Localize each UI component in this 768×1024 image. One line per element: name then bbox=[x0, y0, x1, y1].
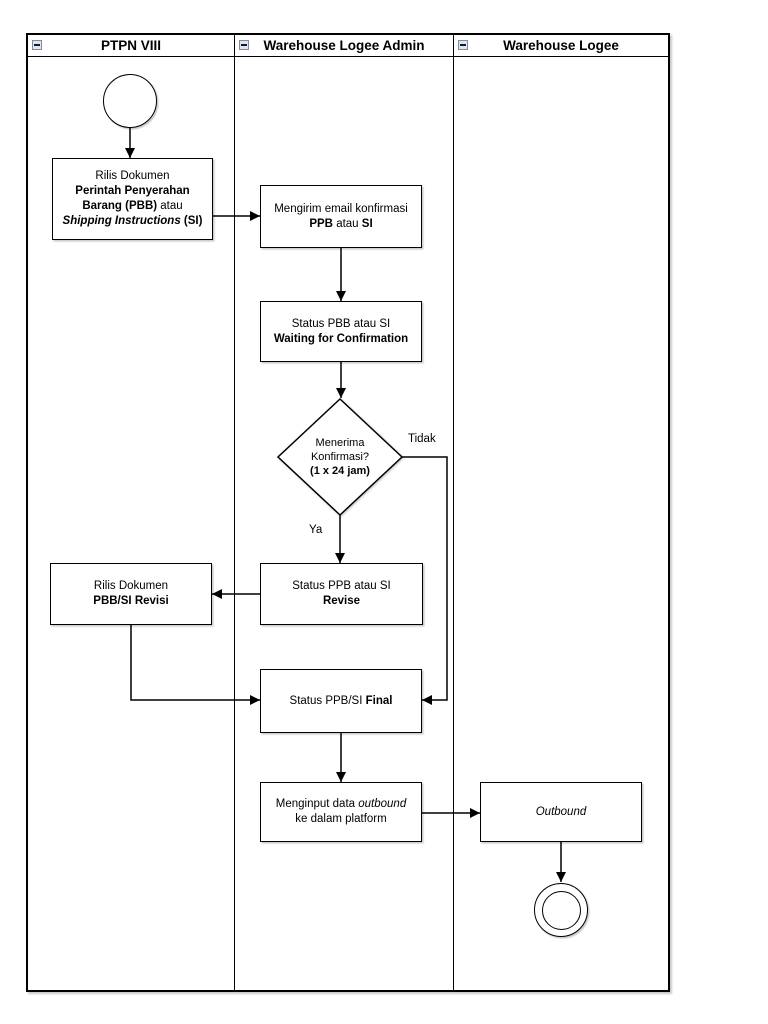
edge-label-ya[interactable]: Ya bbox=[308, 524, 324, 536]
text-line: PBB/SI Revisi bbox=[93, 594, 168, 609]
text-line: Status PPB atau SI bbox=[292, 579, 390, 594]
process-rilis-dokumen-pbb-si[interactable]: Rilis Dokumen Perintah Penyerahan Barang… bbox=[52, 158, 213, 240]
process-status-final[interactable]: Status PPB/SI Final bbox=[260, 669, 422, 733]
text-segment: Mengirim email konfirmasi bbox=[274, 202, 408, 215]
process-mengirim-email-konfirmasi[interactable]: Mengirim email konfirmasi PPB atau SI bbox=[260, 185, 422, 248]
text-line: Menginput data outbound bbox=[276, 797, 406, 812]
text-segment: Menginput data bbox=[275, 798, 359, 810]
text-segment: ke dalam platform bbox=[295, 813, 387, 825]
lane-header-warehouse-logee-admin: Warehouse Logee Admin bbox=[235, 35, 453, 57]
text-segment: Shipping Instructions bbox=[62, 215, 181, 227]
lane-title: PTPN VIII bbox=[100, 38, 161, 53]
text-segment: outbound bbox=[358, 798, 407, 810]
text-segment: Waiting for Confirmation bbox=[273, 332, 409, 345]
text-segment: (1 x 24 jam) bbox=[310, 465, 370, 477]
text-line: ke dalam platform bbox=[295, 812, 386, 827]
text-line: PPB atau SI bbox=[309, 217, 372, 232]
text-segment: PBB/SI Revisi bbox=[93, 595, 169, 607]
lane-title: Warehouse Logee Admin bbox=[263, 38, 425, 53]
text-line: (1 x 24 jam) bbox=[280, 464, 400, 478]
lane-warehouse-logee[interactable]: Warehouse Logee bbox=[454, 35, 668, 990]
text-line: Rilis Dokumen bbox=[95, 169, 169, 184]
minus-glyph bbox=[34, 44, 40, 46]
text-segment: Konfirmasi? bbox=[310, 451, 370, 463]
text-segment: atau bbox=[157, 200, 183, 212]
minus-glyph bbox=[241, 44, 247, 46]
end-node[interactable] bbox=[534, 883, 588, 937]
process-outbound[interactable]: Outbound bbox=[480, 782, 642, 842]
lane-ptpn-viii[interactable]: PTPN VIII bbox=[28, 35, 235, 990]
text-line: Barang (PBB) atau bbox=[82, 199, 182, 214]
decision-menerima-konfirmasi[interactable]: Menerima Konfirmasi? (1 x 24 jam) bbox=[280, 436, 400, 478]
text-segment: Status PPB atau SI bbox=[292, 580, 391, 592]
text-line: Shipping Instructions (SI) bbox=[63, 214, 203, 229]
edge-label-tidak[interactable]: Tidak bbox=[407, 433, 437, 445]
collapse-icon[interactable] bbox=[32, 40, 42, 50]
text-segment: (SI) bbox=[180, 215, 203, 227]
start-node[interactable] bbox=[103, 74, 157, 128]
text-line: Revise bbox=[323, 594, 360, 609]
text-line: Status PBB atau SI bbox=[292, 317, 390, 332]
lane-title: Warehouse Logee bbox=[503, 38, 619, 53]
text-segment: Status PBB atau SI bbox=[291, 317, 391, 330]
text-line: Mengirim email konfirmasi bbox=[274, 202, 408, 217]
text-line: Menerima bbox=[280, 436, 400, 450]
lane-warehouse-logee-admin[interactable]: Warehouse Logee Admin bbox=[235, 35, 454, 990]
text-segment: atau bbox=[333, 217, 362, 230]
lane-header-warehouse-logee: Warehouse Logee bbox=[454, 35, 668, 57]
text-line: Konfirmasi? bbox=[280, 450, 400, 464]
minus-glyph bbox=[460, 44, 466, 46]
text-segment: Outbound bbox=[535, 805, 587, 818]
end-node-inner-ring bbox=[541, 890, 581, 930]
text-segment: Barang (PBB) bbox=[82, 200, 158, 212]
collapse-icon[interactable] bbox=[458, 40, 468, 50]
text-line: Waiting for Confirmation bbox=[274, 332, 408, 347]
collapse-icon[interactable] bbox=[239, 40, 249, 50]
process-menginput-data-outbound[interactable]: Menginput data outbound ke dalam platfor… bbox=[260, 782, 422, 842]
lane-header-ptpn-viii: PTPN VIII bbox=[28, 35, 234, 57]
text-segment: SI bbox=[361, 217, 373, 230]
text-line: Perintah Penyerahan bbox=[75, 184, 189, 199]
process-status-waiting-confirmation[interactable]: Status PBB atau SI Waiting for Confirmat… bbox=[260, 301, 422, 362]
text-line: Outbound bbox=[536, 805, 587, 820]
text-segment: PPB bbox=[309, 217, 333, 230]
text-line: Status PPB/SI Final bbox=[290, 694, 393, 709]
text-line: Rilis Dokumen bbox=[94, 579, 168, 594]
process-rilis-dokumen-revisi[interactable]: Rilis Dokumen PBB/SI Revisi bbox=[50, 563, 212, 625]
text-segment: Revise bbox=[322, 595, 361, 607]
text-segment: Rilis Dokumen bbox=[95, 170, 170, 182]
text-segment: Status PPB/SI bbox=[289, 694, 366, 707]
text-segment: Final bbox=[365, 694, 393, 707]
text-segment: Rilis Dokumen bbox=[93, 580, 169, 592]
text-segment: Menerima bbox=[315, 437, 365, 449]
process-status-revise[interactable]: Status PPB atau SI Revise bbox=[260, 563, 423, 625]
text-segment: Perintah Penyerahan bbox=[75, 185, 190, 197]
